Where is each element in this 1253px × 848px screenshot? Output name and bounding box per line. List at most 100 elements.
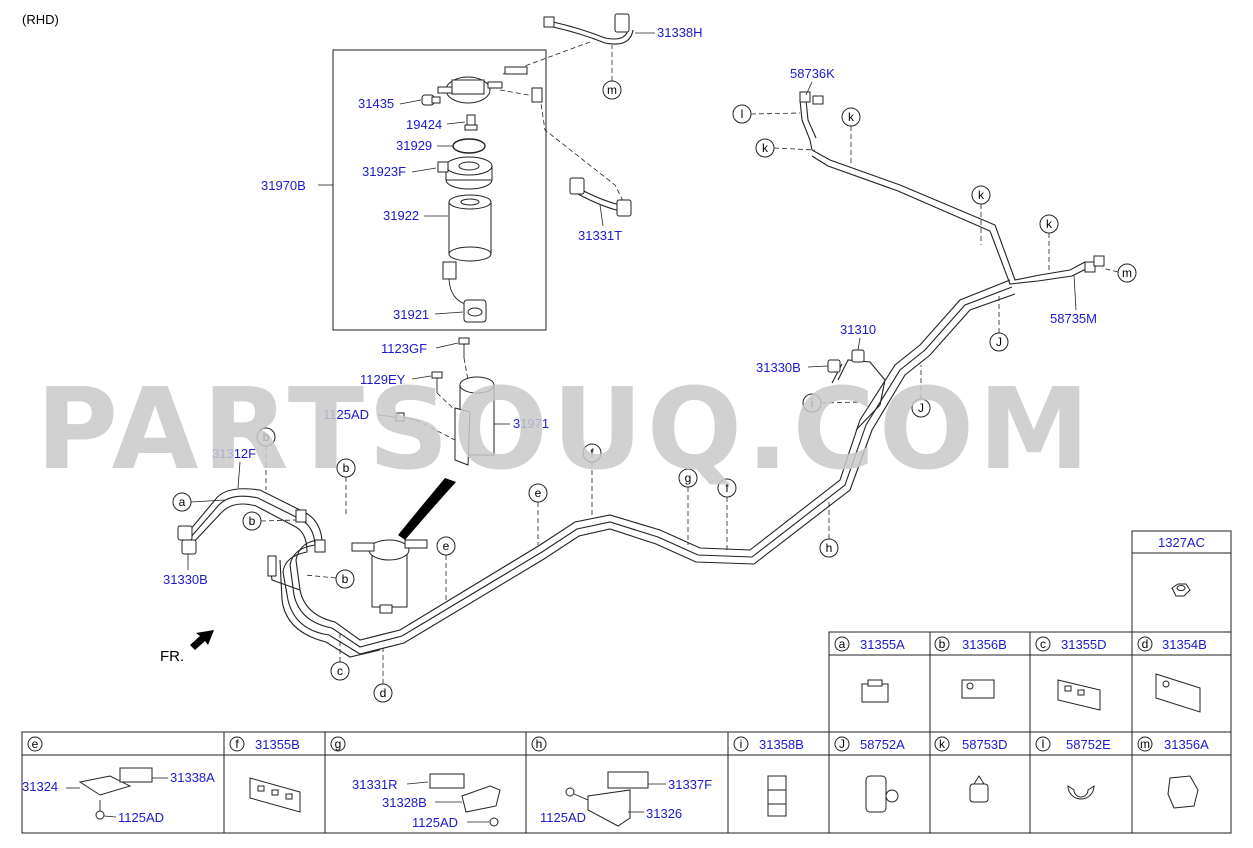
clip-b-markers — [267, 509, 326, 577]
label-31923F[interactable]: 31923F — [362, 164, 406, 179]
callout-j-2[interactable]: J — [989, 295, 1009, 352]
label-31921[interactable]: 31921 — [393, 307, 429, 322]
label-58736K[interactable]: 58736K — [790, 66, 835, 81]
label-31970B[interactable]: 31970B — [261, 178, 306, 193]
callout-d[interactable]: d — [373, 648, 393, 703]
oring-31929-part[interactable] — [452, 138, 486, 154]
callout-h[interactable]: h — [819, 500, 839, 558]
legend-cell-h[interactable]: h 1125AD 31337F 31326 — [531, 736, 712, 827]
svg-text:31331R: 31331R — [352, 777, 398, 792]
callout-g[interactable]: g — [678, 468, 698, 545]
callout-f-1[interactable]: f — [582, 443, 602, 518]
callout-k-1[interactable]: k — [755, 138, 816, 158]
svg-text:J: J — [839, 737, 845, 751]
bolt-1129EY-part[interactable] — [431, 371, 443, 393]
label-1129EY[interactable]: 1129EY — [360, 372, 406, 387]
callout-b-1[interactable]: b — [256, 427, 276, 490]
callout-l[interactable]: l — [732, 104, 801, 124]
svg-text:31355D: 31355D — [1061, 637, 1107, 652]
connector-31435-part[interactable] — [421, 94, 441, 106]
sensor-31921-part[interactable] — [442, 261, 487, 323]
label-19424[interactable]: 19424 — [406, 117, 442, 132]
callout-b-3[interactable]: b — [242, 511, 297, 531]
legend-cell-g[interactable]: g 31331R 31328B 1125AD — [330, 736, 501, 830]
svg-text:g: g — [335, 737, 342, 751]
svg-text:31355B: 31355B — [255, 737, 300, 752]
bolt-1123GF-part[interactable] — [458, 337, 470, 358]
svg-text:31356B: 31356B — [962, 637, 1007, 652]
label-31310[interactable]: 31310 — [840, 322, 876, 337]
legend-grid — [21, 530, 1232, 834]
label-31338H[interactable]: 31338H — [657, 25, 703, 40]
callout-m-2[interactable]: m — [1101, 263, 1137, 283]
callout-j-1[interactable]: J — [911, 365, 931, 418]
fuel-pipe-bundle — [189, 91, 1105, 658]
filter-head-part[interactable] — [437, 76, 503, 104]
label-31330B-right[interactable]: 31330B — [756, 360, 801, 375]
label-31331T[interactable]: 31331T — [578, 228, 622, 243]
legend-cell-i[interactable]: i 31358B — [733, 736, 804, 817]
callout-c[interactable]: c — [330, 630, 350, 681]
callout-e-2[interactable]: e — [528, 483, 548, 545]
label-31330B-left[interactable]: 31330B — [163, 572, 208, 587]
callout-i[interactable]: i — [802, 393, 861, 413]
bolt-1125AD-e-part — [95, 800, 105, 820]
clip-31337F-part — [607, 771, 649, 789]
nut-1327AC-part — [1171, 583, 1191, 597]
svg-text:a: a — [179, 495, 186, 509]
filter-assembly-box — [332, 49, 547, 331]
callout-b-2[interactable]: b — [336, 458, 356, 515]
callout-k-4[interactable]: k — [1039, 214, 1059, 272]
legend-cell-c[interactable]: c 31355D — [1035, 636, 1107, 711]
legend-1327AC-code[interactable]: 1327AC — [1158, 535, 1205, 550]
clip-31338A-part — [119, 767, 153, 783]
bolt-1125AD-part[interactable] — [395, 412, 417, 422]
label-31922[interactable]: 31922 — [383, 208, 419, 223]
label-1125AD[interactable]: 1125AD — [323, 407, 369, 422]
callout-m-1[interactable]: m — [602, 45, 622, 100]
callout-b-4[interactable]: b — [304, 569, 355, 589]
pointer-arrow-icon — [398, 478, 456, 540]
svg-text:J: J — [996, 335, 1002, 349]
svg-text:f: f — [590, 446, 594, 460]
assembled-filter-part[interactable] — [351, 539, 428, 614]
fitting-19424-part[interactable] — [464, 114, 478, 131]
svg-text:f: f — [235, 737, 239, 751]
callout-f-2[interactable]: f — [717, 478, 737, 550]
svg-text:31328B: 31328B — [382, 795, 427, 810]
svg-text:m: m — [1122, 266, 1132, 280]
svg-text:c: c — [337, 664, 343, 678]
clip-31355D-part — [1057, 679, 1101, 711]
legend-cell-j[interactable]: J 58752A — [834, 736, 905, 813]
legend-cell-d[interactable]: d 31354B — [1137, 636, 1207, 713]
label-1123GF[interactable]: 1123GF — [381, 341, 427, 356]
callout-k-2[interactable]: k — [841, 107, 861, 165]
legend-cell-b[interactable]: b 31356B — [934, 636, 1007, 699]
cap-31923F-part[interactable] — [437, 156, 493, 190]
front-label: FR. — [160, 648, 184, 665]
legend-cell-m[interactable]: m 31356A — [1137, 736, 1209, 809]
svg-text:l: l — [1042, 737, 1045, 751]
hose-31331T-part[interactable] — [569, 177, 632, 217]
legend-cell-a[interactable]: a 31355A — [834, 636, 905, 703]
callout-k-3[interactable]: k — [971, 185, 991, 245]
label-31312F[interactable]: 31312F — [212, 446, 256, 461]
legend-cell-l[interactable]: l 58752E — [1035, 736, 1111, 800]
legend-cell-k[interactable]: k 58753D — [934, 736, 1008, 803]
hose-31338H-part[interactable] — [543, 13, 634, 45]
legend-cell-e[interactable]: e 31324 31338A 1125AD — [22, 736, 215, 825]
svg-text:58753D: 58753D — [962, 737, 1008, 752]
label-31435[interactable]: 31435 — [358, 96, 394, 111]
label-31929[interactable]: 31929 — [396, 138, 432, 153]
svg-text:31358B: 31358B — [759, 737, 804, 752]
label-31971[interactable]: 31971 — [513, 416, 549, 431]
callout-e-1[interactable]: e — [436, 536, 456, 600]
bracket-31971-part[interactable] — [454, 376, 495, 466]
svg-text:e: e — [32, 737, 39, 751]
legend-cell-f[interactable]: f 31355B — [229, 736, 301, 813]
connector-31330B-left-part[interactable] — [177, 525, 197, 555]
label-58735M[interactable]: 58735M — [1050, 311, 1097, 326]
svg-text:g: g — [685, 471, 692, 485]
callout-a[interactable]: a — [172, 492, 226, 512]
filter-element-31922-part[interactable] — [448, 194, 492, 262]
